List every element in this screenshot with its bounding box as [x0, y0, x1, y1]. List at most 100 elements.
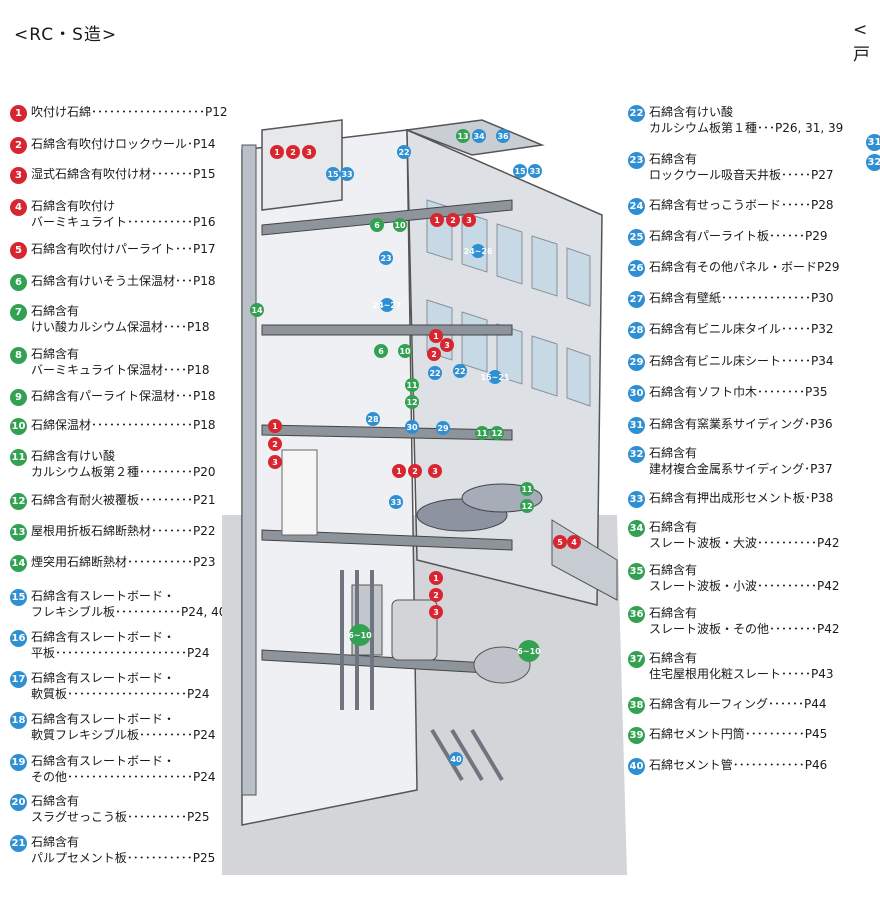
legend-number-badge: 5 — [10, 242, 27, 259]
legend-number-badge: 16 — [10, 630, 27, 647]
material-badge: 2 — [286, 145, 300, 159]
material-badge: 33 — [340, 167, 354, 181]
material-badge: 36 — [496, 129, 510, 143]
material-badge: 6~10 — [517, 640, 541, 662]
svg-text:10: 10 — [394, 221, 406, 230]
legend-item-label: 石綿セメント管････････････P46 — [649, 758, 828, 772]
legend-number-badge: 27 — [628, 291, 645, 308]
svg-text:33: 33 — [390, 498, 401, 507]
material-badge: 6 — [370, 218, 384, 232]
material-badge: 24~26 — [464, 244, 493, 258]
material-badge: 1 — [429, 571, 443, 585]
material-badge: 22 — [453, 364, 467, 378]
svg-text:24~26: 24~26 — [464, 247, 493, 256]
legend-item-label: 石綿含有押出成形セメント板･P38 — [649, 491, 834, 505]
svg-text:3: 3 — [306, 148, 312, 157]
legend-number-badge: 31 — [866, 134, 880, 151]
material-badge: 11 — [405, 378, 419, 392]
legend-number-badge: 38 — [628, 697, 645, 714]
svg-text:36: 36 — [497, 132, 509, 141]
legend-item-label: 石綿含有 バーミキュライト保温材････P18 — [31, 347, 210, 377]
material-badge: 23 — [379, 251, 393, 265]
legend-item-label: 石綿含有吹付けロックウール･P14 — [31, 137, 216, 151]
svg-text:2: 2 — [272, 440, 278, 449]
material-badge: 2 — [408, 464, 422, 478]
material-badge: 2 — [268, 437, 282, 451]
material-badge: 12 — [490, 426, 504, 440]
legend-number-badge: 19 — [10, 754, 27, 771]
svg-text:12: 12 — [521, 502, 532, 511]
svg-text:3: 3 — [433, 608, 439, 617]
svg-text:22: 22 — [454, 367, 465, 376]
building-cutaway-illustration: 1 2 3 15 33 14 13 34 36 22 15 33 6 10 1 … — [222, 119, 627, 875]
svg-text:6~10: 6~10 — [517, 647, 541, 656]
material-badge: 4 — [567, 535, 581, 549]
svg-text:6: 6 — [374, 221, 380, 230]
material-badge: 10 — [393, 218, 407, 232]
material-badge: 1 — [268, 419, 282, 433]
legend-number-badge: 35 — [628, 563, 645, 580]
material-badge: 2 — [427, 347, 441, 361]
legend-number-badge: 9 — [10, 389, 27, 406]
material-badge: 1 — [430, 213, 444, 227]
material-badge: 24~27 — [373, 298, 401, 312]
legend-number-badge: 37 — [628, 651, 645, 668]
material-badge: 6 — [374, 344, 388, 358]
legend-number-badge: 32 — [866, 154, 880, 171]
material-badge: 5 — [553, 535, 567, 549]
legend-item-label: 石綿含有吹付け バーミキュライト･･･････････P16 — [31, 199, 216, 229]
svg-text:14: 14 — [251, 306, 263, 315]
legend-number-badge: 17 — [10, 671, 27, 688]
legend-item-27: 27 石綿含有壁紙･･･････････････P30 — [628, 290, 834, 308]
legend-item-label: 吹付け石綿･･･････････････････P12 — [31, 105, 228, 119]
legend-number-badge: 14 — [10, 555, 27, 572]
svg-text:40: 40 — [450, 755, 462, 764]
svg-text:33: 33 — [341, 170, 352, 179]
legend-number-badge: 23 — [628, 152, 645, 169]
svg-text:6: 6 — [378, 347, 384, 356]
svg-text:2: 2 — [450, 216, 456, 225]
svg-text:29: 29 — [437, 424, 449, 433]
svg-text:11: 11 — [476, 429, 488, 438]
legend-item-label: 石綿含有耐火被覆板･････････P21 — [31, 493, 216, 507]
svg-text:5: 5 — [557, 538, 563, 547]
legend-number-badge: 29 — [628, 354, 645, 371]
material-badge: 1 — [429, 329, 443, 343]
svg-text:6~10: 6~10 — [348, 631, 372, 640]
legend-item-label: 湿式石綿含有吹付け材･･･････P15 — [31, 167, 216, 181]
legend-item-label: 石綿含有 建材複合金属系サイディング･P37 — [649, 446, 833, 476]
svg-text:1: 1 — [433, 332, 439, 341]
material-badge: 33 — [528, 164, 542, 178]
legend-number-badge: 22 — [628, 105, 645, 122]
legend-item-label: 石綿含有スレートボード・ 軟質フレキシブル板･････････P24 — [31, 712, 216, 742]
legend-item-label: 石綿含有壁紙･･･････････････P30 — [649, 291, 834, 305]
svg-text:23: 23 — [380, 254, 391, 263]
legend-item-label: 石綿含有スレートボード・ 平板･･････････････････････P24 — [31, 630, 210, 660]
legend-number-badge: 31 — [628, 417, 645, 434]
material-badge: 15 — [326, 167, 340, 181]
svg-text:22: 22 — [398, 148, 409, 157]
legend-number-badge: 10 — [10, 418, 27, 435]
legend-number-badge: 32 — [628, 446, 645, 463]
legend-item-label: 石綿含有 スレート波板・小波･･････････P42 — [649, 563, 840, 593]
svg-text:1: 1 — [396, 467, 402, 476]
legend-item-label: 石綿含有けい酸 カルシウム板第２種･････････P20 — [31, 449, 216, 479]
legend-item-label: 煙突用石綿断熱材･･･････････P23 — [31, 555, 216, 569]
material-badge: 1 — [270, 145, 284, 159]
svg-text:3: 3 — [466, 216, 472, 225]
material-badge: 10 — [398, 344, 412, 358]
